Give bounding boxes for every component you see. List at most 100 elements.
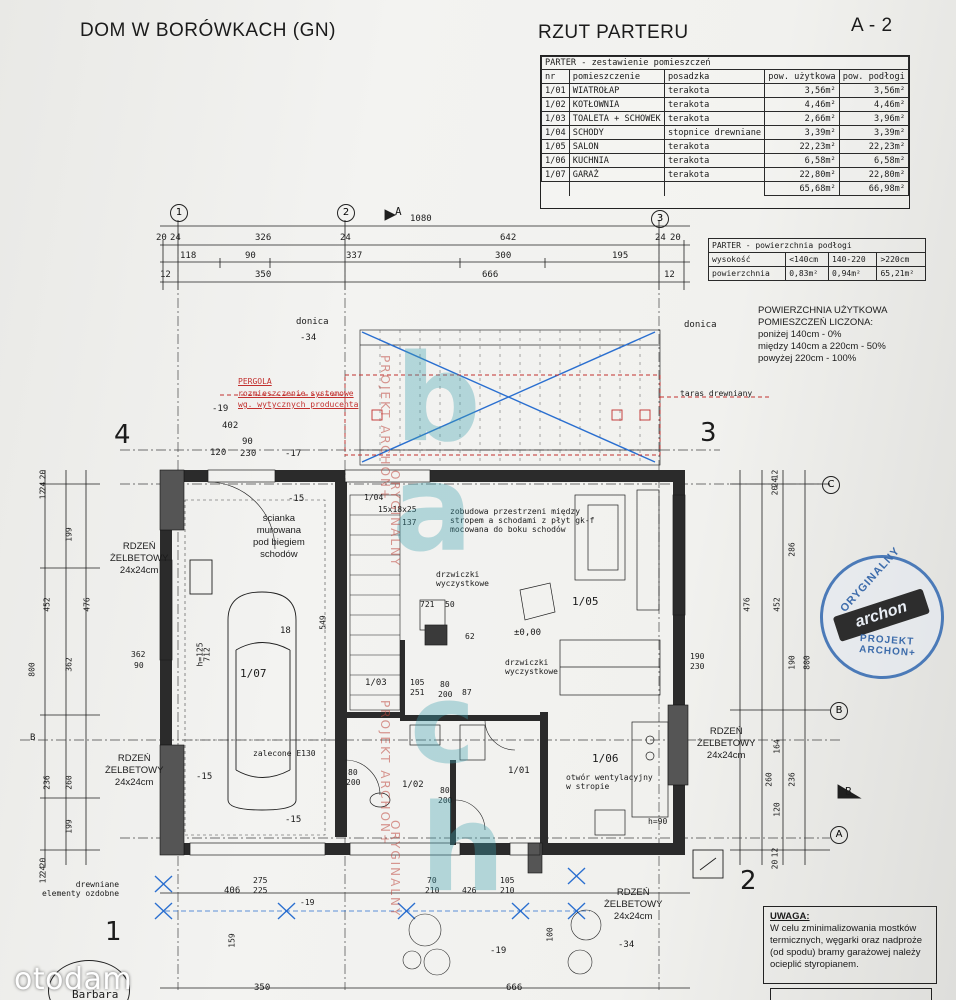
rdzen-line: RDZEŃ <box>117 753 151 764</box>
dim-top-row1: 24 <box>340 233 351 243</box>
dim-right: 120 <box>772 802 782 817</box>
level-m34-bottom: -34 <box>618 940 635 950</box>
usable-note-line: POWIERZCHNIA UŻYTKOWA <box>758 305 888 316</box>
garage-door-90: 90 <box>134 661 144 670</box>
level-m17: -17 <box>285 449 302 459</box>
floor-area-cell: 0,83m² <box>785 266 829 281</box>
level-m34: -34 <box>300 333 317 343</box>
drewniane-line: elementy ozdobne <box>42 889 120 898</box>
dim-top-row3: 12 <box>160 270 171 280</box>
dim-top-row3: 350 <box>255 270 272 280</box>
dim-120: 120 <box>210 448 227 458</box>
drzwiczki-line: wyczystkowe <box>436 579 489 588</box>
uwaga-line: W celu zminimalizowania mostków <box>770 923 917 934</box>
garage-18: 18 <box>280 626 291 636</box>
door-80c: 80 <box>440 786 450 795</box>
rooms-total: 65,68m² <box>764 181 840 196</box>
dim-406: 406 <box>224 886 241 896</box>
garage-549: 549 <box>318 615 328 630</box>
dim-275: 275 <box>253 876 268 885</box>
level-m19-front: -19 <box>300 898 315 907</box>
dim-left: 236 <box>42 775 52 790</box>
usable-note-line: POMIESZCZEŃ LICZONA: <box>758 317 874 328</box>
watermark-b: b <box>395 330 481 469</box>
dim-top-row1: 326 <box>255 233 272 243</box>
axis-col-2: 2 <box>337 204 355 222</box>
door-80a: 80 <box>440 680 450 689</box>
dim-left: 452 <box>42 597 52 612</box>
uwaga-line: ocieplić styropianem. <box>770 959 859 970</box>
label-donica-right: donica <box>684 320 717 330</box>
level-m19: -19 <box>212 404 229 414</box>
label-taras: taras drewniany <box>680 389 753 398</box>
scianka-line: murowana <box>256 525 302 536</box>
uwaga-title: UWAGA: <box>770 911 810 922</box>
dim-top-row2: 300 <box>495 251 512 261</box>
dim-left: 199 <box>64 527 74 542</box>
rdzen-line: ŻELBETOWY <box>697 738 756 749</box>
dim-210b: 210 <box>500 886 515 895</box>
level-m15b: -15 <box>196 772 213 782</box>
dim-100: 100 <box>545 927 555 942</box>
dim-426: 426 <box>462 886 477 895</box>
dim-top-row2: 337 <box>346 251 363 261</box>
dim-top-row3: 12 <box>664 270 675 280</box>
dim-right: 286 <box>787 542 797 557</box>
dim-right: 260 <box>764 772 774 787</box>
stairs-spec: 15x18x25 <box>378 505 417 514</box>
second-note-box <box>770 988 932 1000</box>
dim-right: 452 <box>772 597 782 612</box>
signature-name: Barbara <box>72 988 119 1000</box>
uwaga-line: (od spodu) bramy garażowej należy <box>770 947 921 958</box>
watermark-a: a <box>392 440 473 579</box>
dim-left: 12 <box>38 489 48 500</box>
level-000: ±0,00 <box>514 628 542 638</box>
dim-87: 87 <box>462 688 472 697</box>
door-230: 230 <box>240 449 257 459</box>
scianka-line: schodów <box>260 549 298 560</box>
room-107: 1/07 <box>240 667 267 680</box>
drzwiczki-line: drzwiczki <box>436 570 480 579</box>
dim-left: 800 <box>27 662 37 677</box>
dim-666-bottom: 666 <box>506 983 523 993</box>
dim-top-row1: 642 <box>500 233 517 243</box>
dim-right: 800 <box>802 655 812 670</box>
big-axis-2: 2 <box>740 866 757 896</box>
dim-210: 210 <box>425 886 440 895</box>
dim-left: 362 <box>64 657 74 672</box>
dim-right: 164 <box>772 739 782 754</box>
zabudowa-line: mocowana do boku schodów <box>450 525 566 534</box>
big-axis-3: 3 <box>700 418 717 448</box>
stamp-bottom: PROJEKT ARCHON+ <box>858 633 917 659</box>
level-m19-bottom: -19 <box>490 946 507 956</box>
drzwiczki-line: wyczystkowe <box>505 667 558 676</box>
rdzen-line: 24x24cm <box>706 750 746 761</box>
otwor-line: w stropie <box>566 782 610 791</box>
dim-top-row1: 24 <box>170 233 181 243</box>
label-pergola-note1: rozmieszczenie systemowe <box>238 389 354 398</box>
dim-350-bottom: 350 <box>254 983 271 993</box>
dim-right: 476 <box>742 597 752 612</box>
big-axis-1: 1 <box>105 917 122 947</box>
room-103: 1/03 <box>365 678 387 688</box>
dim-right: 20 <box>770 485 780 496</box>
dim-70: 70 <box>427 876 437 885</box>
level-m15c: -15 <box>285 815 302 825</box>
usable-note-line: powyżej 220cm - 100% <box>758 353 857 364</box>
dim-105b: 105 <box>500 876 515 885</box>
rooms-total: 66,98m² <box>838 181 910 196</box>
room-101: 1/01 <box>508 766 530 776</box>
label-pergola-note2: wg. wytycznych producenta <box>238 400 359 409</box>
dim-left: 20 <box>38 469 48 480</box>
